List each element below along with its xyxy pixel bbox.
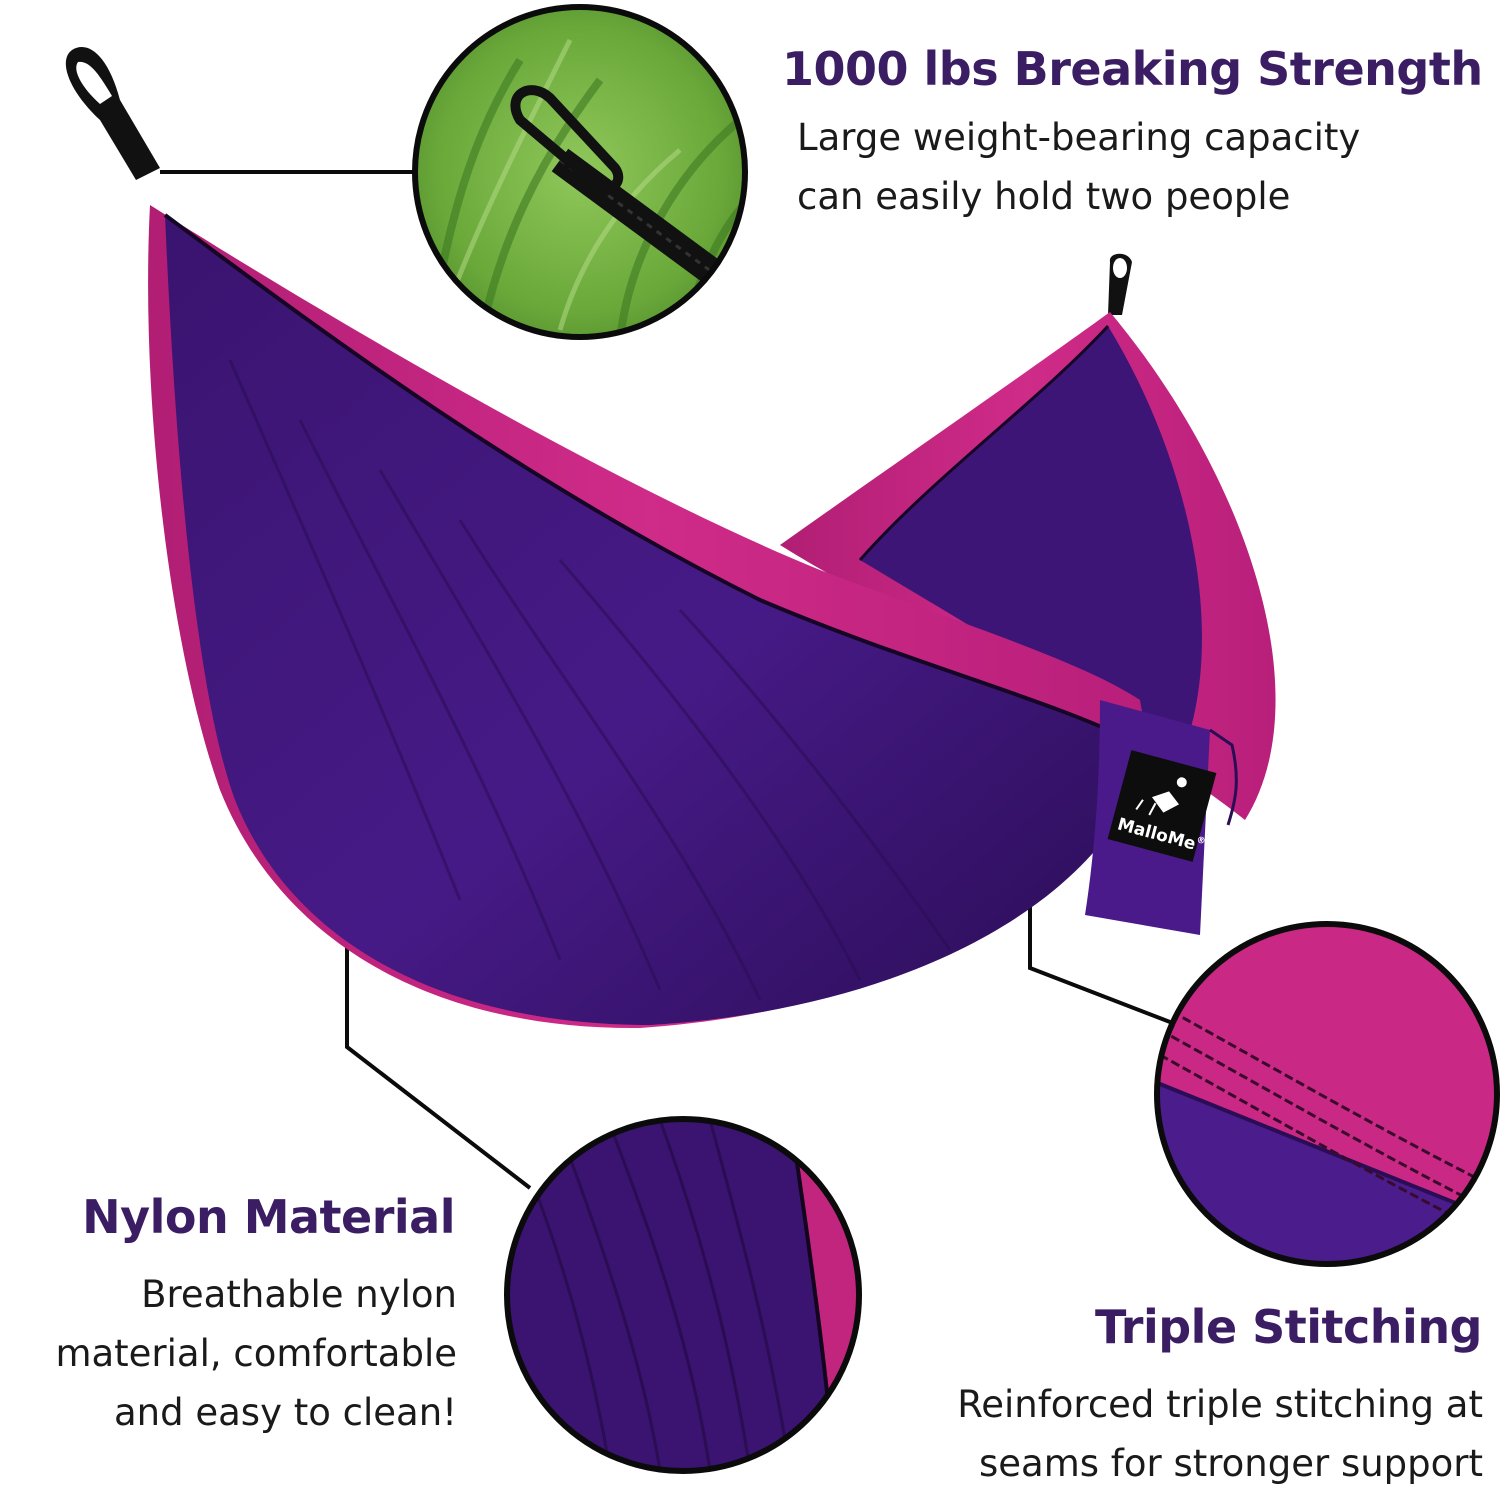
- stitching-line-2: seams for stronger support: [979, 1442, 1483, 1485]
- nylon-detail-circle: [504, 1116, 862, 1474]
- stitching-heading: Triple Stitching: [1094, 1300, 1483, 1354]
- carabiner-icon: [510, 85, 624, 194]
- nylon-heading: Nylon Material: [82, 1190, 455, 1244]
- carabiner-detail-circle: [412, 4, 748, 340]
- strength-line-2: can easily hold two people: [797, 175, 1291, 218]
- strength-line-1: Large weight-bearing capacity: [797, 116, 1361, 159]
- stitching-detail-circle: [1154, 921, 1500, 1267]
- stuff-sack: MalloMe®: [1085, 700, 1238, 935]
- nylon-description: Breathable nylon material, comfortable a…: [55, 1265, 457, 1442]
- left-hanging-loop: [65, 47, 160, 180]
- strength-heading: 1000 lbs Breaking Strength: [782, 42, 1483, 96]
- strength-description: Large weight-bearing capacity can easily…: [797, 108, 1360, 226]
- stitching-description: Reinforced triple stitching at seams for…: [957, 1375, 1483, 1493]
- hammock-far-end: [780, 312, 1276, 820]
- nylon-line-2: material, comfortable: [55, 1332, 457, 1375]
- stitching-line-1: Reinforced triple stitching at: [957, 1383, 1483, 1426]
- hammock-body: [148, 205, 1150, 1029]
- nylon-line-1: Breathable nylon: [141, 1273, 457, 1316]
- nylon-line-3: and easy to clean!: [114, 1391, 457, 1434]
- right-hanging-loop: [1108, 253, 1132, 315]
